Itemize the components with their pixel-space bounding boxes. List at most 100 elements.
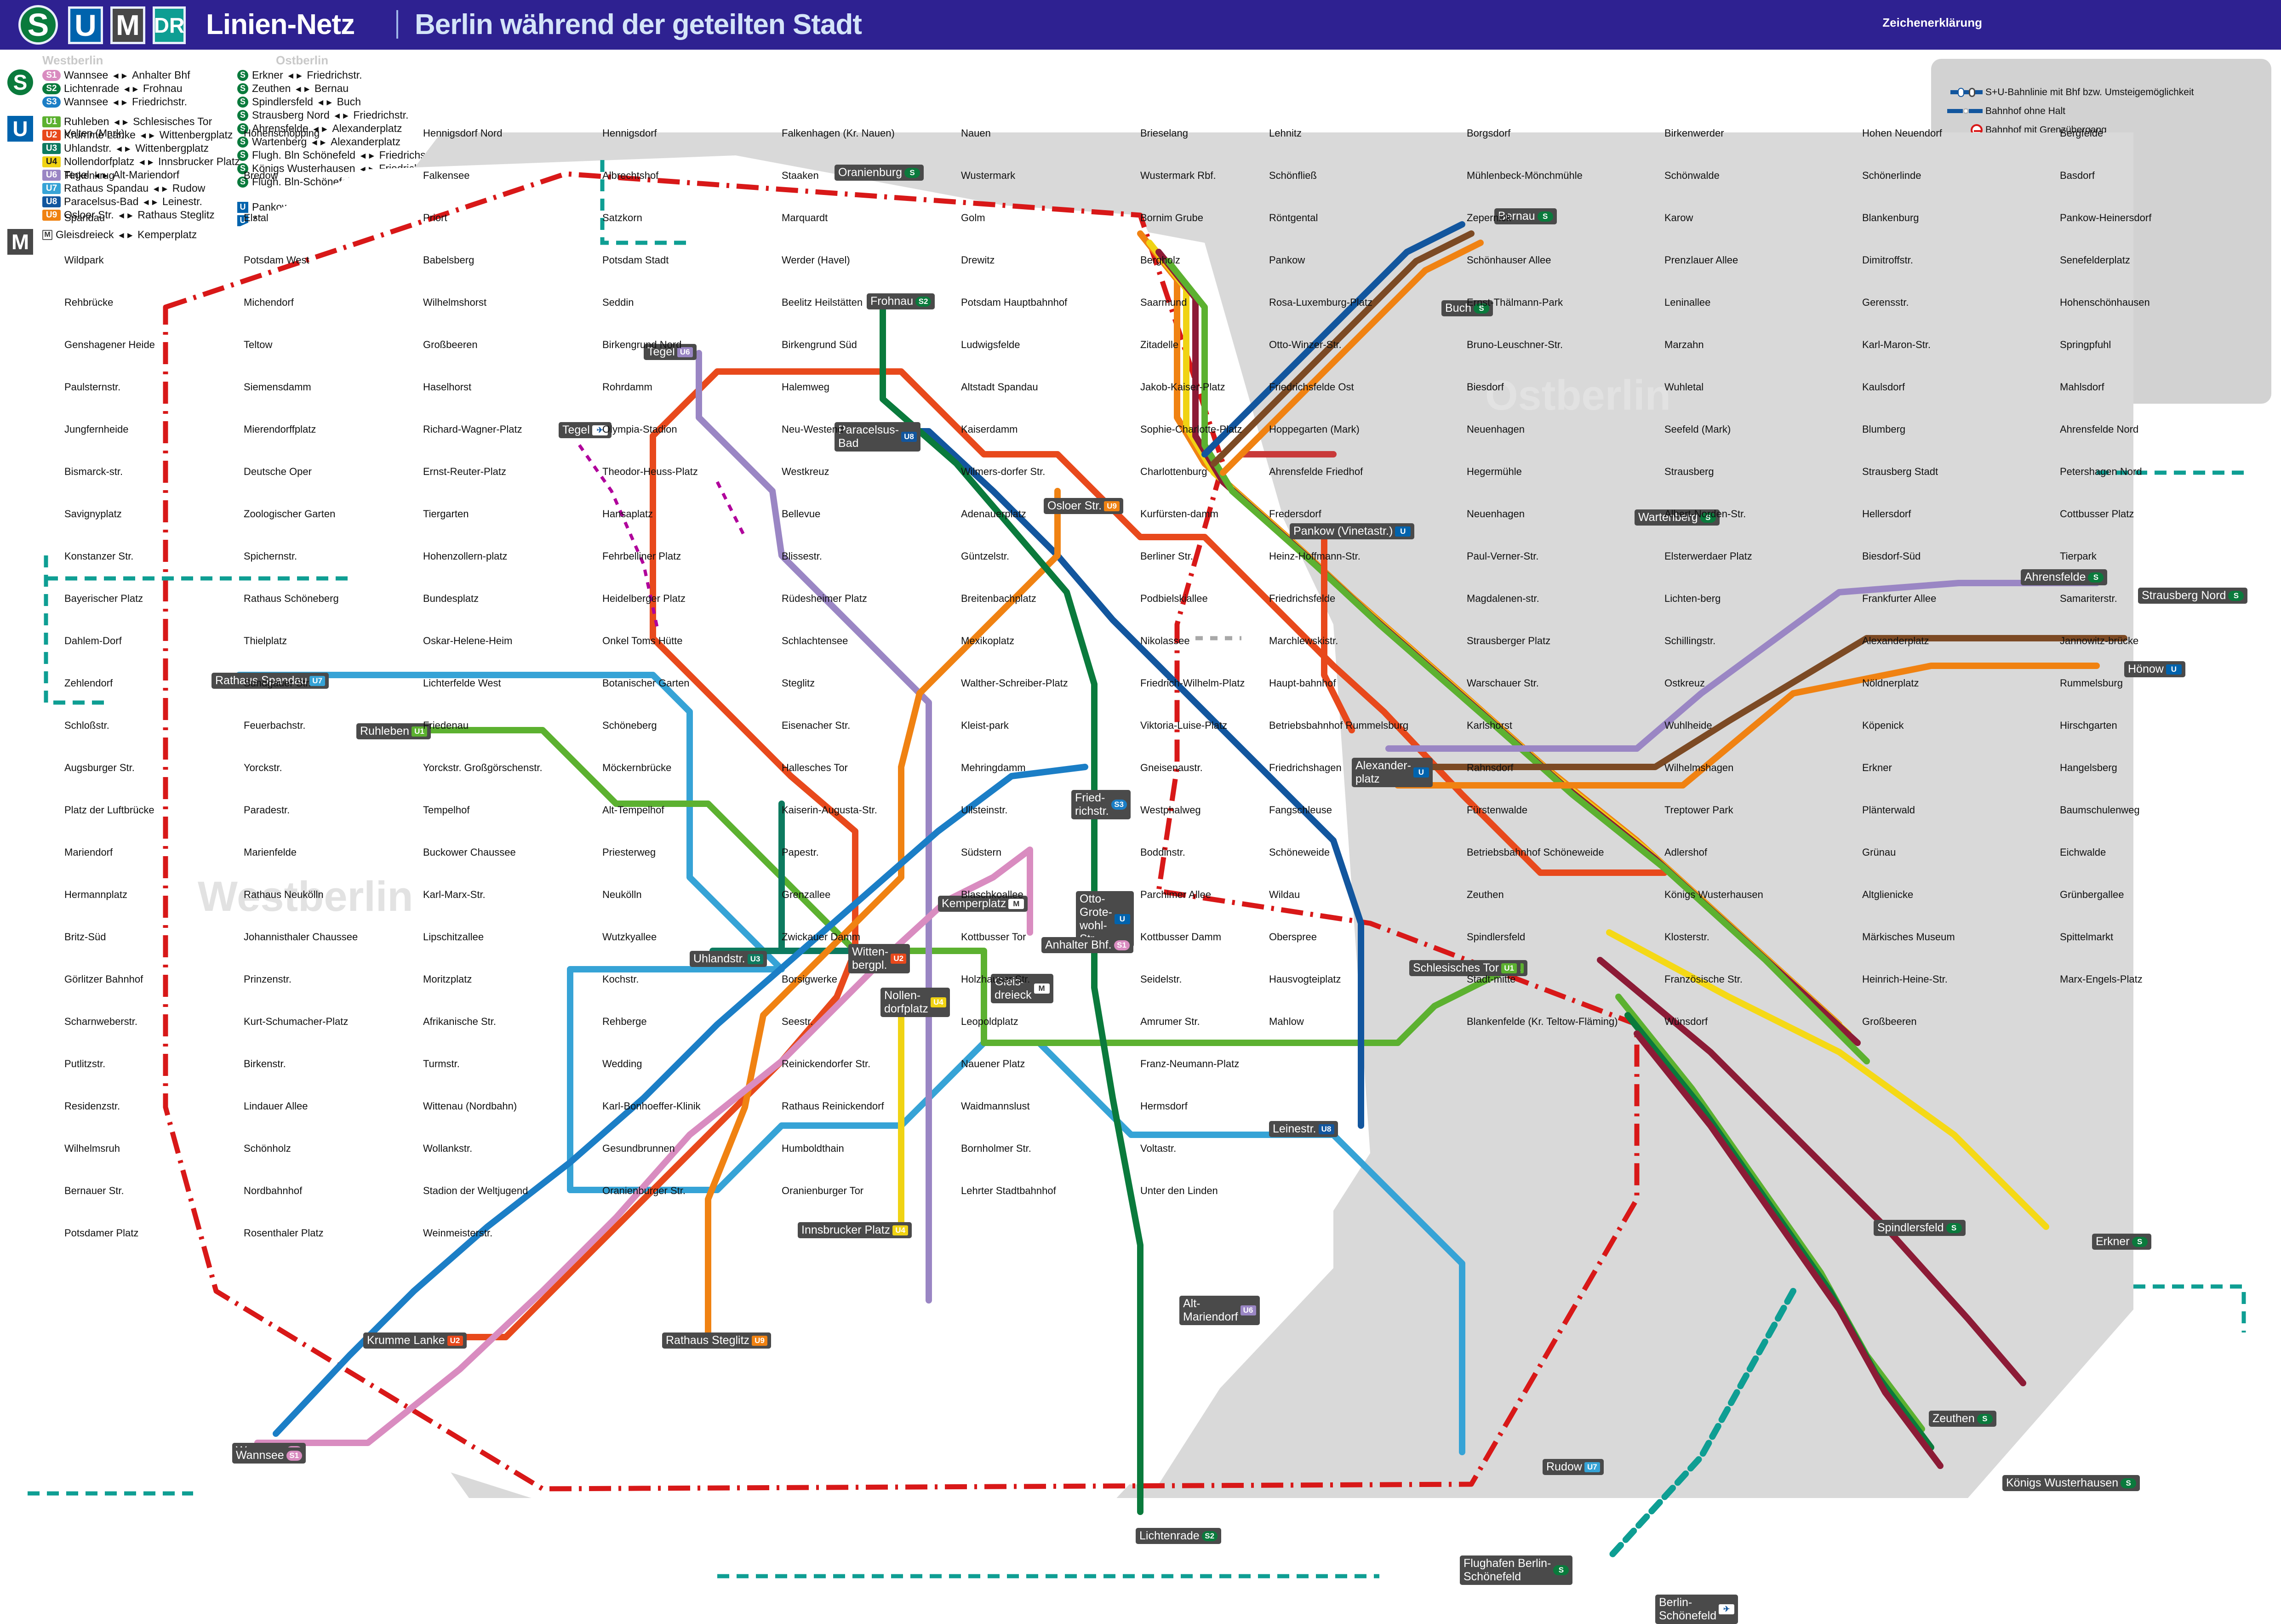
station-label[interactable]: Karlshorst (1467, 720, 1513, 731)
station-label[interactable]: Wustermark (961, 170, 1016, 181)
station-label[interactable]: Werder (Havel) (782, 254, 850, 266)
station-label[interactable]: Elsterwerdaer Platz (1664, 550, 1752, 562)
station-label[interactable]: Erkner (1862, 762, 1892, 773)
station-label[interactable]: Putlitzstr. (64, 1058, 106, 1069)
station-label[interactable]: Tierpark (2060, 550, 2097, 562)
station-label[interactable]: Paul-Verner-Str. (1467, 550, 1539, 562)
station-label[interactable]: Spichernstr. (244, 550, 297, 562)
terminus-tegel-airport[interactable]: Tegel✈ (559, 422, 612, 438)
station-label[interactable]: Ludwigsfelde (961, 339, 1020, 350)
station-label[interactable]: Görlitzer Bahnhof (64, 973, 143, 985)
station-label[interactable]: Jannowitz-brücke (2060, 635, 2139, 646)
station-label[interactable]: Französische Str. (1664, 973, 1743, 985)
station-label[interactable]: Spittelmarkt (2060, 931, 2114, 943)
station-label[interactable]: Senefelderplatz (2060, 254, 2130, 266)
station-label[interactable]: Rosa-Luxemburg-Platz (1269, 297, 1372, 308)
station-label[interactable]: Hohenschönhausen (2060, 297, 2150, 308)
station-label[interactable]: Deutsche Oper (244, 466, 312, 477)
station-label[interactable]: Birkengrund Nord (602, 339, 682, 350)
station-label[interactable]: Bayerischer Platz (64, 593, 143, 604)
station-label[interactable]: Zepernick (1467, 212, 1511, 223)
station-label[interactable]: Savignyplatz (64, 508, 122, 520)
station-label[interactable]: Westkreuz (782, 466, 829, 477)
station-label[interactable]: Siemensdamm (244, 381, 311, 393)
station-label[interactable]: Grünbergallee (2060, 889, 2124, 900)
station-label[interactable]: Strausberger Platz (1467, 635, 1551, 646)
station-label[interactable]: Brieselang (1140, 127, 1188, 139)
station-label[interactable]: Rathaus Neukölln (244, 889, 324, 900)
station-label[interactable]: Genshagener Heide (64, 339, 155, 350)
terminus-osloer-str-u9[interactable]: Osloer Str.U9 (1044, 498, 1124, 514)
station-label[interactable]: Augsburger Str. (64, 762, 135, 773)
station-label[interactable]: Wustermark Rbf. (1140, 170, 1216, 181)
station-label[interactable]: Birkengrund Süd (782, 339, 857, 350)
station-label[interactable]: Rummelsburg (2060, 677, 2123, 689)
station-label[interactable]: Bredow (244, 170, 278, 181)
station-label[interactable]: Saarmund (1140, 297, 1187, 308)
station-label[interactable]: Prenzlauer Allee (1664, 254, 1738, 266)
station-label[interactable]: Schönhauser Allee (1467, 254, 1551, 266)
station-label[interactable]: Platz der Luftbrücke (64, 804, 154, 816)
station-label[interactable]: Onkel Toms Hütte (602, 635, 683, 646)
station-label[interactable]: Rüdesheimer Platz (782, 593, 867, 604)
station-label[interactable]: Kottbusser Tor (961, 931, 1026, 943)
terminus-leinestr-u8[interactable]: Leinestr.U8 (1269, 1121, 1338, 1137)
station-label[interactable]: Velten (Mark) (64, 127, 125, 139)
station-label[interactable]: Bergfelde (2060, 127, 2104, 139)
station-label[interactable]: Röntgental (1269, 212, 1318, 223)
station-label[interactable]: Bernauer Str. (64, 1185, 124, 1196)
station-label[interactable]: Hausvogteiplatz (1269, 973, 1341, 985)
station-label[interactable]: Hermsdorf (1140, 1100, 1188, 1112)
station-label[interactable]: Basdorf (2060, 170, 2095, 181)
terminus-uhlandstr-u3[interactable]: Uhlandstr.U3 (690, 951, 767, 967)
station-label[interactable]: Teltow (244, 339, 273, 350)
station-label[interactable]: Samariterstr. (2060, 593, 2117, 604)
station-label[interactable]: Lehrter Stadtbahnhof (961, 1185, 1056, 1196)
station-label[interactable]: Marienfelde (244, 846, 297, 858)
station-label[interactable]: Franz-Neumann-Platz (1140, 1058, 1240, 1069)
station-label[interactable]: Wildpark (64, 254, 104, 266)
station-label[interactable]: Wollankstr. (423, 1143, 473, 1154)
station-label[interactable]: Boddinstr. (1140, 846, 1185, 858)
station-label[interactable]: Birkenstr. (244, 1058, 286, 1069)
station-label[interactable]: Karl-Marx-Str. (423, 889, 486, 900)
station-label[interactable]: Wilhelmshorst (423, 297, 487, 308)
station-label[interactable]: Falkensee (423, 170, 470, 181)
station-label[interactable]: Mexikoplatz (961, 635, 1015, 646)
station-label[interactable]: Neuenhagen (1467, 423, 1525, 435)
station-label[interactable]: Borsigwerke (782, 973, 838, 985)
station-label[interactable]: Blankenfelde (Kr. Teltow-Fläming) (1467, 1016, 1618, 1027)
station-label[interactable]: Alexanderplatz (1862, 635, 1929, 646)
station-label[interactable]: Märkisches Museum (1862, 931, 1955, 943)
station-label[interactable]: Albert-Norden-Str. (1664, 508, 1746, 520)
station-label[interactable]: Seefeld (Mark) (1664, 423, 1731, 435)
station-label[interactable]: Richard-Wagner-Platz (423, 423, 522, 435)
station-label[interactable]: Cottbusser Platz (2060, 508, 2134, 520)
station-label[interactable]: Charlottenburg (1140, 466, 1207, 477)
station-label[interactable]: Lindauer Allee (244, 1100, 308, 1112)
station-label[interactable]: Grenzallee (782, 889, 831, 900)
station-label[interactable]: Potsdamer Platz (64, 1227, 139, 1239)
station-label[interactable]: Residenzstr. (64, 1100, 120, 1112)
station-label[interactable]: Moritzplatz (423, 973, 472, 985)
station-label[interactable]: Yorckstr. Großgörschenstr. (423, 762, 543, 773)
station-label[interactable]: Falkenhagen (Kr. Nauen) (782, 127, 895, 139)
station-label[interactable]: Heidelberger Platz (602, 593, 686, 604)
station-label[interactable]: Ernst-Reuter-Platz (423, 466, 506, 477)
station-label[interactable]: Reinickendorfer Str. (782, 1058, 871, 1069)
station-label[interactable]: Zwickauer Damm (782, 931, 861, 943)
station-label[interactable]: Baumschulenweg (2060, 804, 2140, 816)
